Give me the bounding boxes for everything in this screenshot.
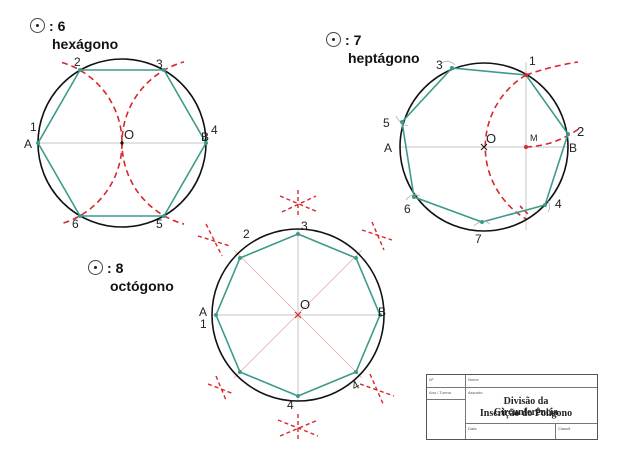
construction-mark xyxy=(279,190,319,218)
vertex-label-4a: 4 xyxy=(287,398,294,412)
vertex-label-6: 6 xyxy=(72,217,79,231)
construction-arc xyxy=(519,205,529,215)
vertex-point xyxy=(204,141,208,145)
hexagon-count: 6 xyxy=(57,17,66,34)
vertex-label-4: 4 xyxy=(211,123,218,137)
vertex-label-4: 4 xyxy=(555,197,562,211)
point-m xyxy=(524,145,528,149)
title-block: Nº Nome Ano / Turma Assunto Divisão da C… xyxy=(426,374,598,440)
center-label: O xyxy=(124,127,134,142)
octagon-name: octógono xyxy=(110,278,174,294)
vertex-point xyxy=(543,203,547,207)
caption-heptagon: : 7 heptágono xyxy=(326,32,420,65)
vertex-point xyxy=(400,120,404,124)
field-year: Ano / Turma xyxy=(429,390,451,395)
vertex-point xyxy=(238,370,242,374)
point-label-a: A xyxy=(24,137,32,151)
construction-mark xyxy=(207,375,235,401)
construction-arc xyxy=(525,127,581,148)
heptagon-figure: O M 1 2 3 4 5 6 7 A B xyxy=(383,54,584,246)
circle-symbol-icon xyxy=(88,260,103,276)
heptagon-count: 7 xyxy=(353,31,362,48)
caption-octagon: : 8 octógono xyxy=(88,260,174,293)
tick-mark xyxy=(405,194,421,201)
vertex-point xyxy=(524,73,528,77)
octagon-count: 8 xyxy=(115,259,124,276)
construction-mark xyxy=(361,221,393,251)
vertex-point xyxy=(378,313,382,317)
vertex-point xyxy=(78,214,82,218)
vertex-label-5: 5 xyxy=(383,116,390,130)
circle-symbol-icon xyxy=(30,18,45,34)
vertex-point xyxy=(566,132,570,136)
vertex-point xyxy=(162,68,166,72)
center-label: O xyxy=(486,131,496,146)
vertex-label-6: 6 xyxy=(404,202,411,216)
vertex-label-1: 1 xyxy=(30,120,37,134)
vertex-label-2: 2 xyxy=(74,55,81,69)
point-label-b: B xyxy=(201,130,209,144)
center-label: O xyxy=(300,297,310,312)
field-name: Nome xyxy=(468,377,479,382)
hexagon-name: hexágono xyxy=(52,36,119,52)
hexagon-figure: O 1 2 3 4 5 6 A B xyxy=(24,55,218,231)
point-label-m: M xyxy=(530,133,538,143)
point-label-a: A xyxy=(199,305,207,319)
circumference xyxy=(211,228,385,402)
construction-arc xyxy=(525,61,579,76)
vertex-point xyxy=(296,394,300,398)
heptagon-polygon xyxy=(401,67,569,223)
vertex-point xyxy=(78,68,82,72)
field-nr: Nº xyxy=(429,377,434,382)
vertex-point xyxy=(214,313,218,317)
tick-mark xyxy=(440,61,456,66)
field-date: Data xyxy=(468,426,477,431)
heptagon-name: heptágono xyxy=(348,50,420,66)
vertex-label-3: 3 xyxy=(436,58,443,72)
vertex-label-1: 1 xyxy=(200,317,207,331)
octagon-figure: O 1 2 3 4 4 A B xyxy=(197,190,395,442)
vertex-point xyxy=(480,220,484,224)
vertex-label-7: 7 xyxy=(475,232,482,246)
vertex-point xyxy=(354,256,358,260)
construction-arc xyxy=(484,74,527,220)
point-label-a: A xyxy=(384,141,392,155)
vertex-point xyxy=(354,370,358,374)
circumference xyxy=(399,62,569,232)
circle-symbol-icon xyxy=(326,32,341,48)
vertex-point xyxy=(162,214,166,218)
center-point xyxy=(294,311,302,319)
vertex-label-3: 3 xyxy=(301,219,308,233)
field-subject: Assunto xyxy=(468,390,483,395)
construction-mark xyxy=(197,223,231,257)
point-label-b: B xyxy=(569,141,577,155)
point-label-b: B xyxy=(378,305,386,319)
construction-mark xyxy=(277,414,319,442)
vertex-label-2: 2 xyxy=(577,124,584,139)
center-point xyxy=(480,143,488,151)
vertex-label-4b: 4 xyxy=(349,377,362,393)
vertex-point xyxy=(296,232,300,236)
tick-mark xyxy=(545,197,550,213)
vertex-point xyxy=(238,256,242,260)
vertex-label-5: 5 xyxy=(156,217,163,231)
vertex-point xyxy=(450,66,454,70)
title-line-1: Divisão da Circunferência xyxy=(493,396,559,418)
field-grade: Classif. xyxy=(558,426,572,431)
vertex-label-2: 2 xyxy=(243,227,250,241)
caption-hexagon: : 6 hexágono xyxy=(30,18,118,51)
construction-mark xyxy=(359,373,395,407)
vertex-point xyxy=(36,141,40,145)
vertex-label-3: 3 xyxy=(156,57,163,71)
guide-line xyxy=(233,249,363,379)
title-line-2: Inscrição do Polígono xyxy=(479,408,573,419)
center-point xyxy=(120,141,124,145)
vertex-point xyxy=(412,195,416,199)
vertex-label-1: 1 xyxy=(529,54,536,68)
